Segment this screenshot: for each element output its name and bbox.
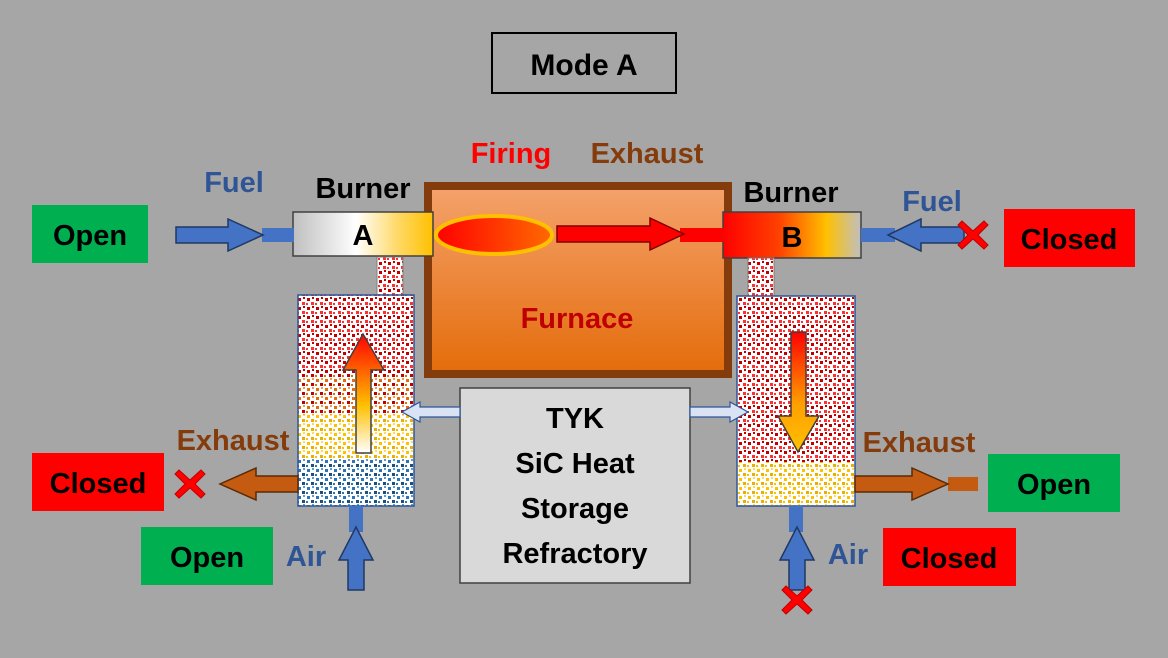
regenerator-b-duct	[747, 257, 775, 297]
air-b-closed-x-icon	[781, 585, 813, 615]
valve-exhaust-b-text: Open	[1017, 469, 1091, 501]
exhaust-a-arrow	[218, 466, 299, 502]
flame	[434, 214, 554, 256]
fuel-right-label: Fuel	[902, 186, 962, 218]
fuel-b-closed-x-icon	[957, 220, 989, 250]
exhaust-left-label: Exhaust	[177, 425, 290, 457]
air-right-label: Air	[828, 539, 868, 571]
regenerator-b-heat-arrow	[776, 331, 821, 454]
valve-fuel-b-text: Closed	[1021, 224, 1118, 256]
air-left-label: Air	[286, 541, 326, 573]
fuel-b-arrow	[886, 217, 965, 253]
burner-a-letter: A	[353, 220, 374, 252]
valve-fuel-b-status: Closed	[1004, 209, 1135, 267]
tyk-line-1: TYK	[546, 403, 604, 435]
regenerator-a-duct	[376, 256, 404, 296]
exhaust-a-closed-x-icon	[174, 469, 206, 499]
exhaust-b-arrow	[854, 466, 950, 502]
firing-label: Firing	[471, 138, 552, 170]
furnace	[424, 182, 732, 378]
regenerator-a-heat-arrow	[341, 332, 386, 454]
tyk-line-2: SiC Heat	[515, 448, 635, 480]
valve-air-a-text: Open	[170, 542, 244, 574]
air-b-pipe	[789, 506, 803, 532]
air-a-arrow	[337, 525, 375, 591]
air-a-pipe	[349, 506, 363, 532]
burner-b-label: Burner	[743, 177, 838, 209]
valve-air-b-text: Closed	[901, 543, 998, 575]
valve-air-b-status: Closed	[883, 528, 1016, 586]
pointer-right-arrow	[689, 400, 750, 424]
fuel-left-label: Fuel	[204, 167, 264, 199]
exhaust-top-label: Exhaust	[591, 138, 704, 170]
pointer-left-arrow	[400, 400, 461, 424]
regenerator-b	[736, 295, 856, 507]
exhaust-right-label: Exhaust	[863, 427, 976, 459]
fuel-b-pipe	[861, 228, 895, 242]
exhaust-pipe-to-b	[680, 228, 724, 242]
title-box	[491, 32, 677, 94]
burner-a	[292, 211, 434, 257]
tyk-line-4: Refractory	[502, 538, 647, 570]
title: Mode A	[530, 49, 637, 82]
valve-exhaust-a-status: Closed	[32, 453, 164, 511]
exhaust-flow-arrow	[556, 216, 686, 252]
fuel-a-arrow	[175, 217, 265, 253]
burner-b-letter: B	[782, 222, 803, 254]
furnace-label: Furnace	[521, 303, 634, 335]
exhaust-b-pipe	[948, 477, 978, 491]
tyk-line-3: Storage	[521, 493, 629, 525]
tyk-box	[459, 387, 691, 584]
valve-exhaust-a-text: Closed	[50, 468, 147, 500]
valve-fuel-a-text: Open	[53, 220, 127, 252]
burner-a-label: Burner	[315, 173, 410, 205]
burner-b	[722, 211, 862, 259]
valve-air-a-status: Open	[141, 527, 273, 585]
valve-fuel-a-status: Open	[32, 205, 148, 263]
air-b-arrow	[778, 525, 816, 591]
fuel-a-pipe	[262, 228, 294, 242]
valve-exhaust-b-status: Open	[988, 454, 1120, 512]
